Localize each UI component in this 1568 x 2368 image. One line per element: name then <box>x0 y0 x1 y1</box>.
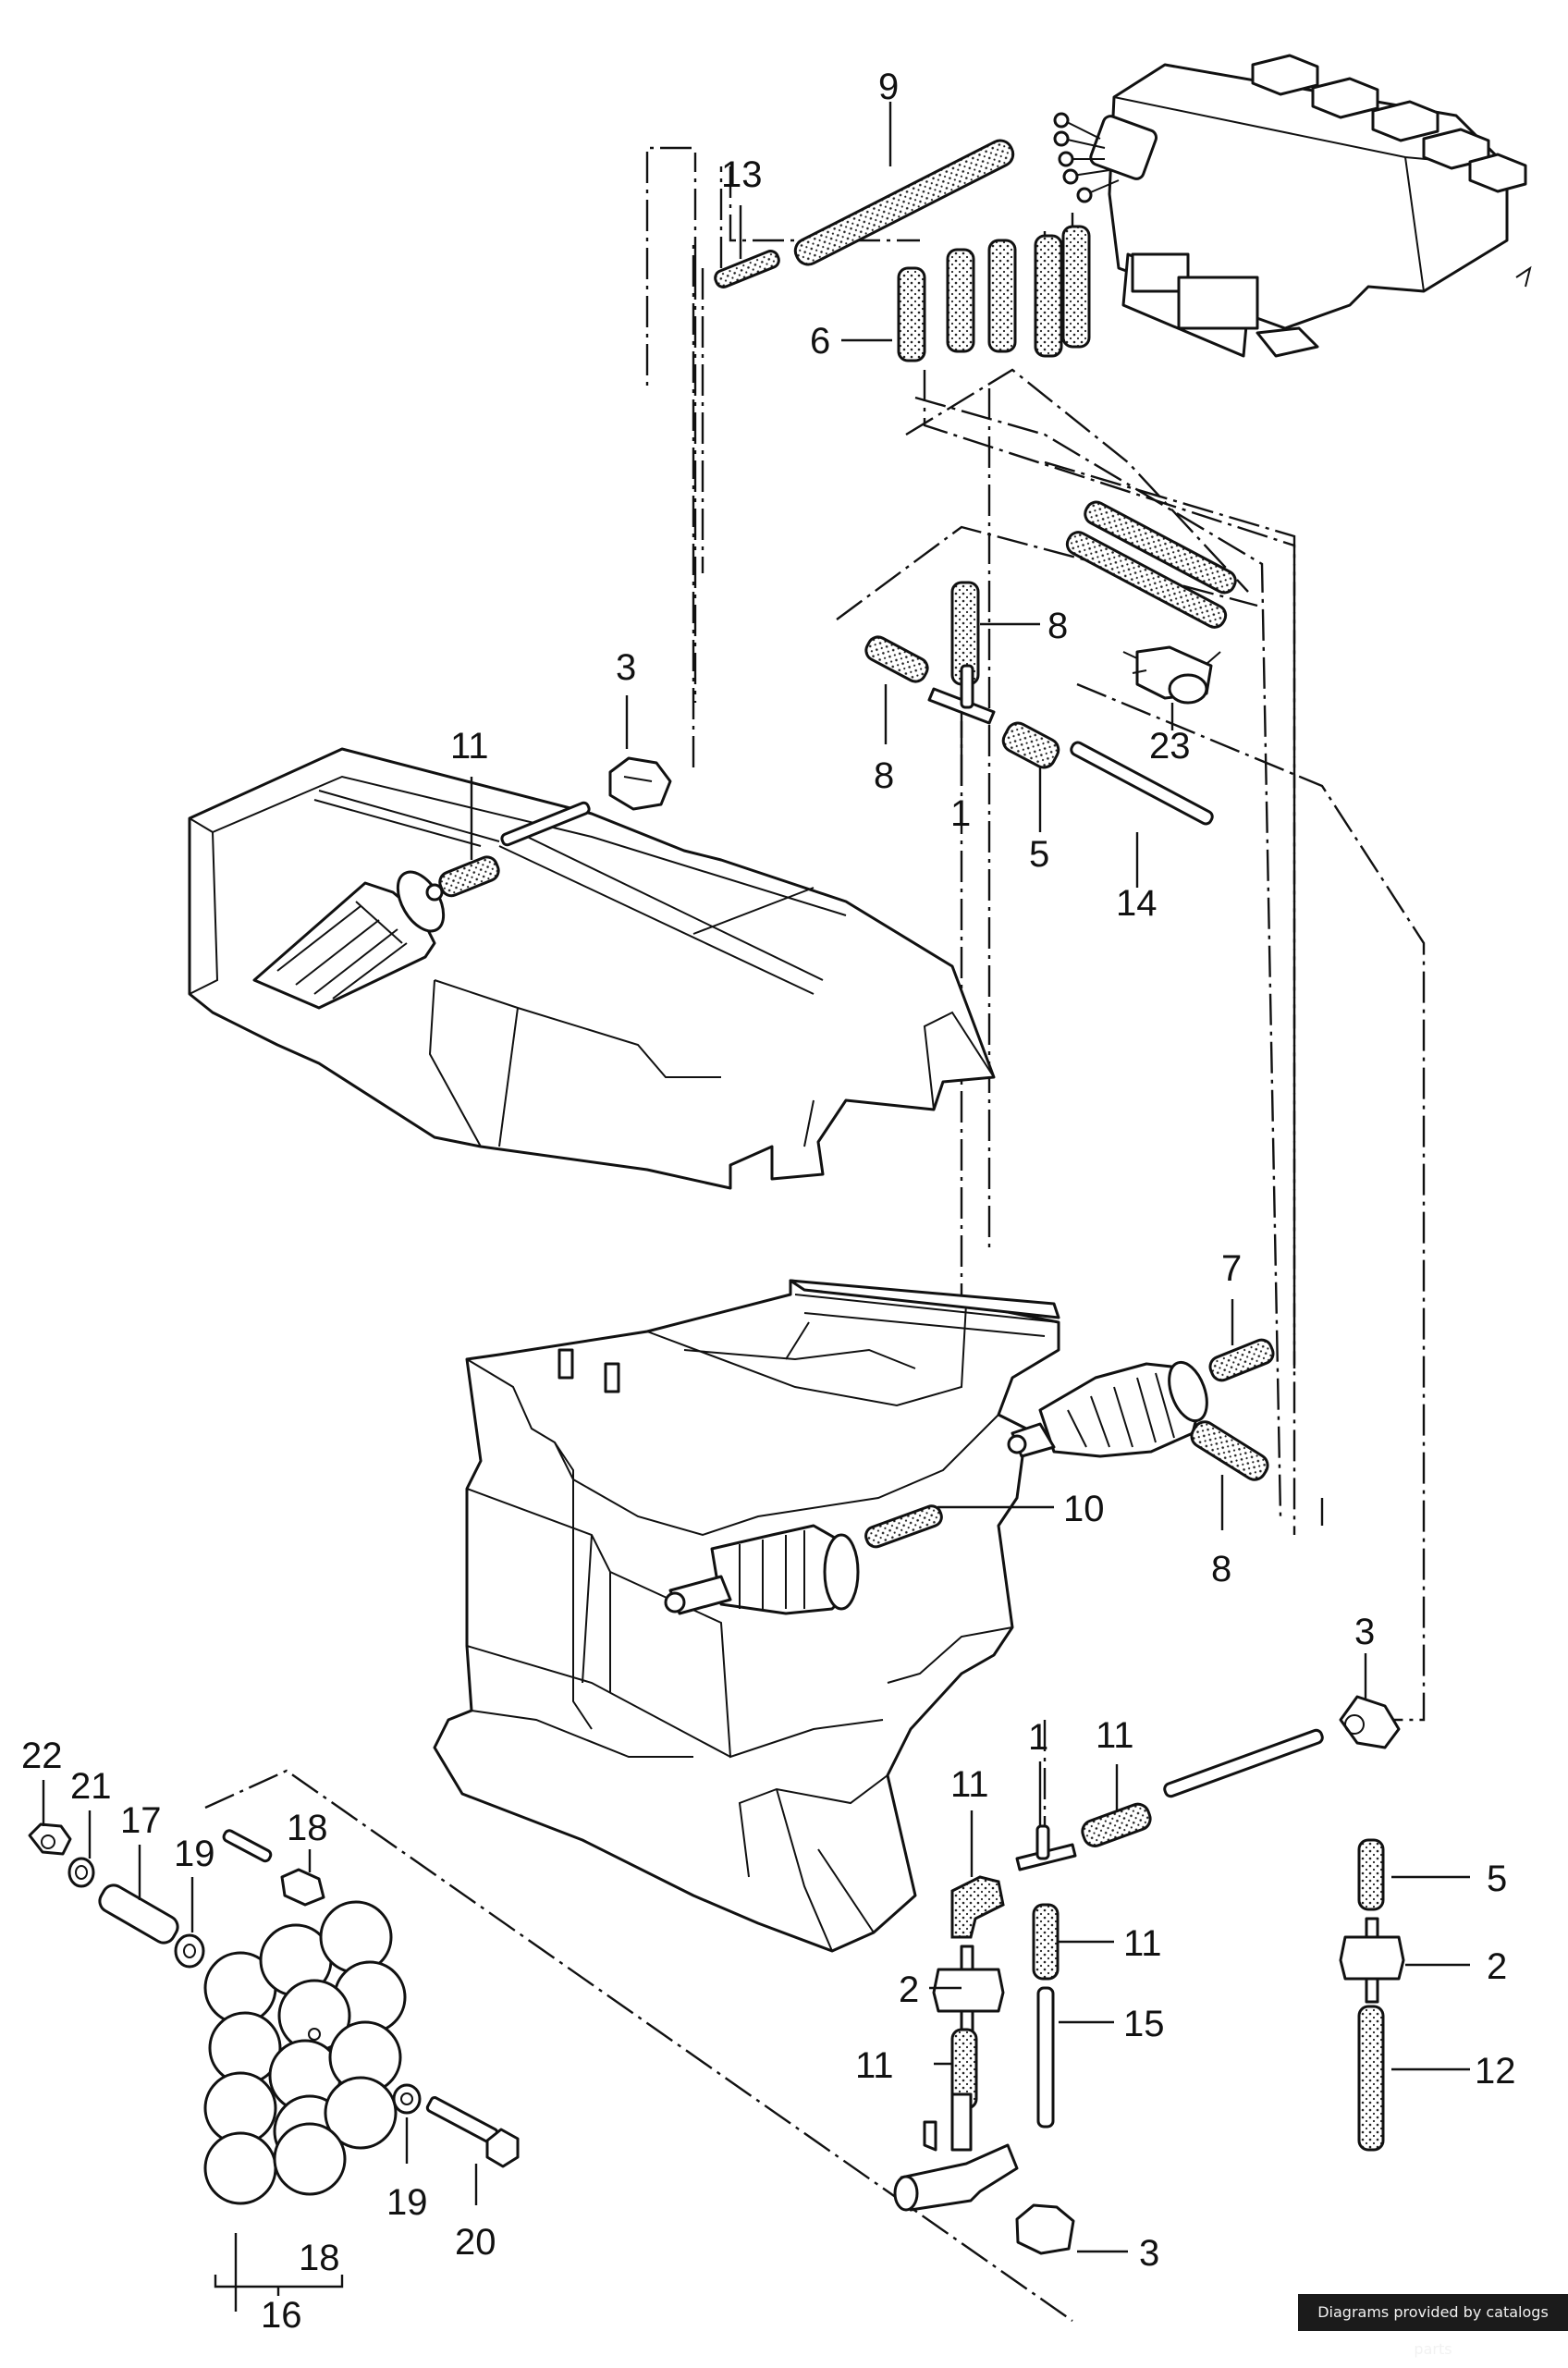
callout-8-top: 8 <box>1047 606 1068 646</box>
elbow-hose-11 <box>950 1875 1005 1939</box>
callout-18-top: 18 <box>287 1808 328 1848</box>
callout-1-lower: 1 <box>1028 1717 1048 1758</box>
connector-bundle <box>1053 112 1158 203</box>
line-14-lower <box>1163 1728 1324 1798</box>
callout-3-top: 3 <box>616 647 636 688</box>
hoses-6 <box>897 225 1091 362</box>
actuator-lower-right <box>1007 1360 1208 1458</box>
callout-8-lower: 8 <box>1211 1549 1231 1589</box>
callout-6: 6 <box>810 321 830 362</box>
callout-9: 9 <box>878 67 899 107</box>
callout-12: 12 <box>1475 2051 1516 2092</box>
callout-1-top: 1 <box>950 793 971 834</box>
callout-13: 13 <box>721 154 763 195</box>
hose-11-upper <box>438 855 500 898</box>
callout-14: 14 <box>1116 883 1158 924</box>
upper-air-duct-housing <box>188 747 996 1190</box>
callout-18-bottom: 18 <box>299 2238 340 2278</box>
hose-11-right <box>1081 1802 1152 1847</box>
callout-16: 16 <box>261 2295 302 2331</box>
callout-15: 15 <box>1123 2004 1165 2044</box>
check-valve-2-right <box>1339 1917 1405 2004</box>
callout-11-d: 11 <box>1123 1923 1162 1964</box>
middle-hose-group <box>864 500 1237 826</box>
credit-banner: Diagrams provided by catalogs parts <box>1298 2294 1568 2358</box>
callout-19-top: 19 <box>174 1834 215 1874</box>
callout-11-e: 11 <box>855 2045 894 2086</box>
callout-3-right: 3 <box>1354 1612 1375 1652</box>
callout-5-top: 5 <box>1029 834 1049 875</box>
hardware-17-22 <box>28 1822 520 2168</box>
callout-22: 22 <box>21 1736 63 1776</box>
valve-23 <box>1122 645 1221 705</box>
callout-21: 21 <box>70 1766 112 1807</box>
callout-5-right: 5 <box>1487 1859 1507 1899</box>
hose-11-middle <box>1032 1903 1060 1981</box>
hose-12 <box>1357 2005 1385 2152</box>
tee-fitting-lower <box>893 2092 1019 2212</box>
callout-7: 7 <box>1221 1248 1242 1289</box>
vacuum-reservoir <box>203 1900 407 2205</box>
t-piece-lower <box>1015 1824 1077 1871</box>
lower-heater-box-housing <box>433 1279 1060 1953</box>
callout-2-right: 2 <box>1487 1946 1507 1987</box>
hose-10 <box>864 1504 943 1549</box>
callout-11-b: 11 <box>1096 1715 1134 1756</box>
actuator-lower-left <box>664 1524 860 1615</box>
grommet-3-bottom <box>1015 2203 1075 2255</box>
hose-5-right <box>1357 1838 1385 1911</box>
line-upper <box>500 801 591 847</box>
callout-23: 23 <box>1149 726 1191 767</box>
grommet-3-right <box>1339 1695 1401 1749</box>
actuator-upper <box>252 870 446 1010</box>
control-unit <box>1108 54 1532 358</box>
callout-19-bottom: 19 <box>386 2182 428 2223</box>
hose-7 <box>1208 1338 1275 1382</box>
callout-labels: 9 13 6 8 3 11 23 8 1 5 14 7 10 8 3 11 1 … <box>21 67 1516 2331</box>
line-15 <box>1036 1986 1055 2129</box>
hose-9 <box>793 139 1015 266</box>
callout-2-left: 2 <box>899 1969 919 2010</box>
leader-lines <box>42 102 1470 2312</box>
callout-10: 10 <box>1063 1489 1105 1529</box>
callout-11-top: 11 <box>450 726 489 767</box>
callout-20: 20 <box>455 2222 496 2263</box>
hose-13 <box>714 250 780 288</box>
check-valve-2-left <box>932 1945 1005 2036</box>
callout-17: 17 <box>120 1800 162 1841</box>
callout-11-c: 11 <box>950 1764 989 1805</box>
grommet-3-top <box>608 756 672 811</box>
callout-8-mid: 8 <box>874 755 894 796</box>
callout-3-bottom: 3 <box>1139 2233 1159 2274</box>
hose-8-lower <box>1190 1420 1269 1481</box>
